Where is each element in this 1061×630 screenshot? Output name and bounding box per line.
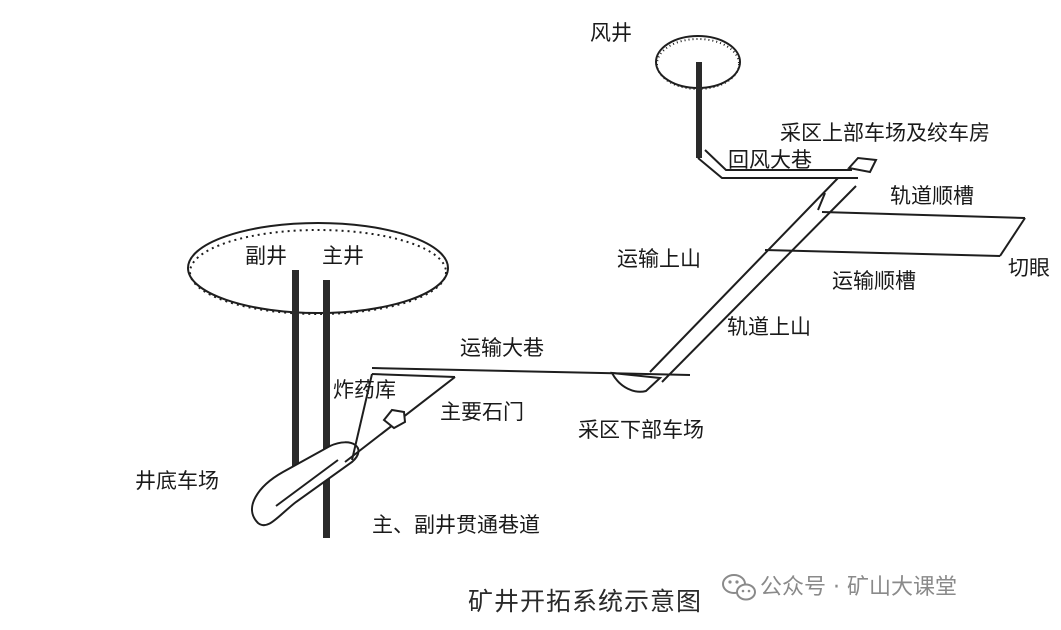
aux-shaft-column (292, 270, 299, 500)
label-transport-up: 运输上山 (617, 247, 701, 271)
shaft-collar (187, 222, 449, 315)
label-upper-yard: 采区上部车场及绞车房 (780, 121, 990, 145)
label-main-roadway: 运输大巷 (460, 336, 544, 360)
air-shaft-column (696, 62, 702, 158)
label-transport-gutter: 运输顺槽 (832, 269, 916, 293)
label-shaft-bottom: 井底车场 (135, 469, 219, 493)
inclines (649, 177, 857, 383)
transport-gutter-line (764, 249, 1001, 257)
lower-yard (610, 371, 663, 393)
label-lower-yard: 采区下部车场 (578, 418, 704, 442)
track-gutter-line (821, 211, 1026, 219)
label-aux-shaft: 副井 (245, 244, 287, 268)
label-connecting-roadway: 主、副井贯通巷道 (372, 513, 540, 537)
label-air-shaft: 风井 (590, 21, 632, 45)
label-main-crosscut: 主要石门 (440, 400, 524, 424)
label-open-cut: 切眼 (1008, 256, 1050, 280)
watermark: 公众号 · 矿山大课堂 (722, 574, 957, 601)
label-track-up: 轨道上山 (727, 315, 811, 339)
explosive-store (382, 408, 407, 430)
label-track-gutter: 轨道顺槽 (890, 184, 974, 208)
main-transport-roadway (371, 367, 691, 378)
label-return-roadway: 回风大巷 (728, 148, 812, 172)
watermark-text: 公众号 · 矿山大课堂 (760, 575, 957, 600)
open-cut-line (999, 217, 1026, 257)
wechat-icon (722, 574, 756, 601)
winch-room (847, 156, 878, 174)
working-face (764, 211, 1026, 257)
shaft-bottom-yard (251, 441, 360, 527)
main-shaft-column (323, 280, 330, 538)
diagram-caption: 矿井开拓系统示意图 (468, 587, 702, 616)
return-airway (697, 149, 858, 179)
label-explosive-store: 炸药库 (333, 378, 396, 402)
air-shaft (655, 35, 741, 158)
label-main-shaft: 主井 (322, 244, 364, 268)
